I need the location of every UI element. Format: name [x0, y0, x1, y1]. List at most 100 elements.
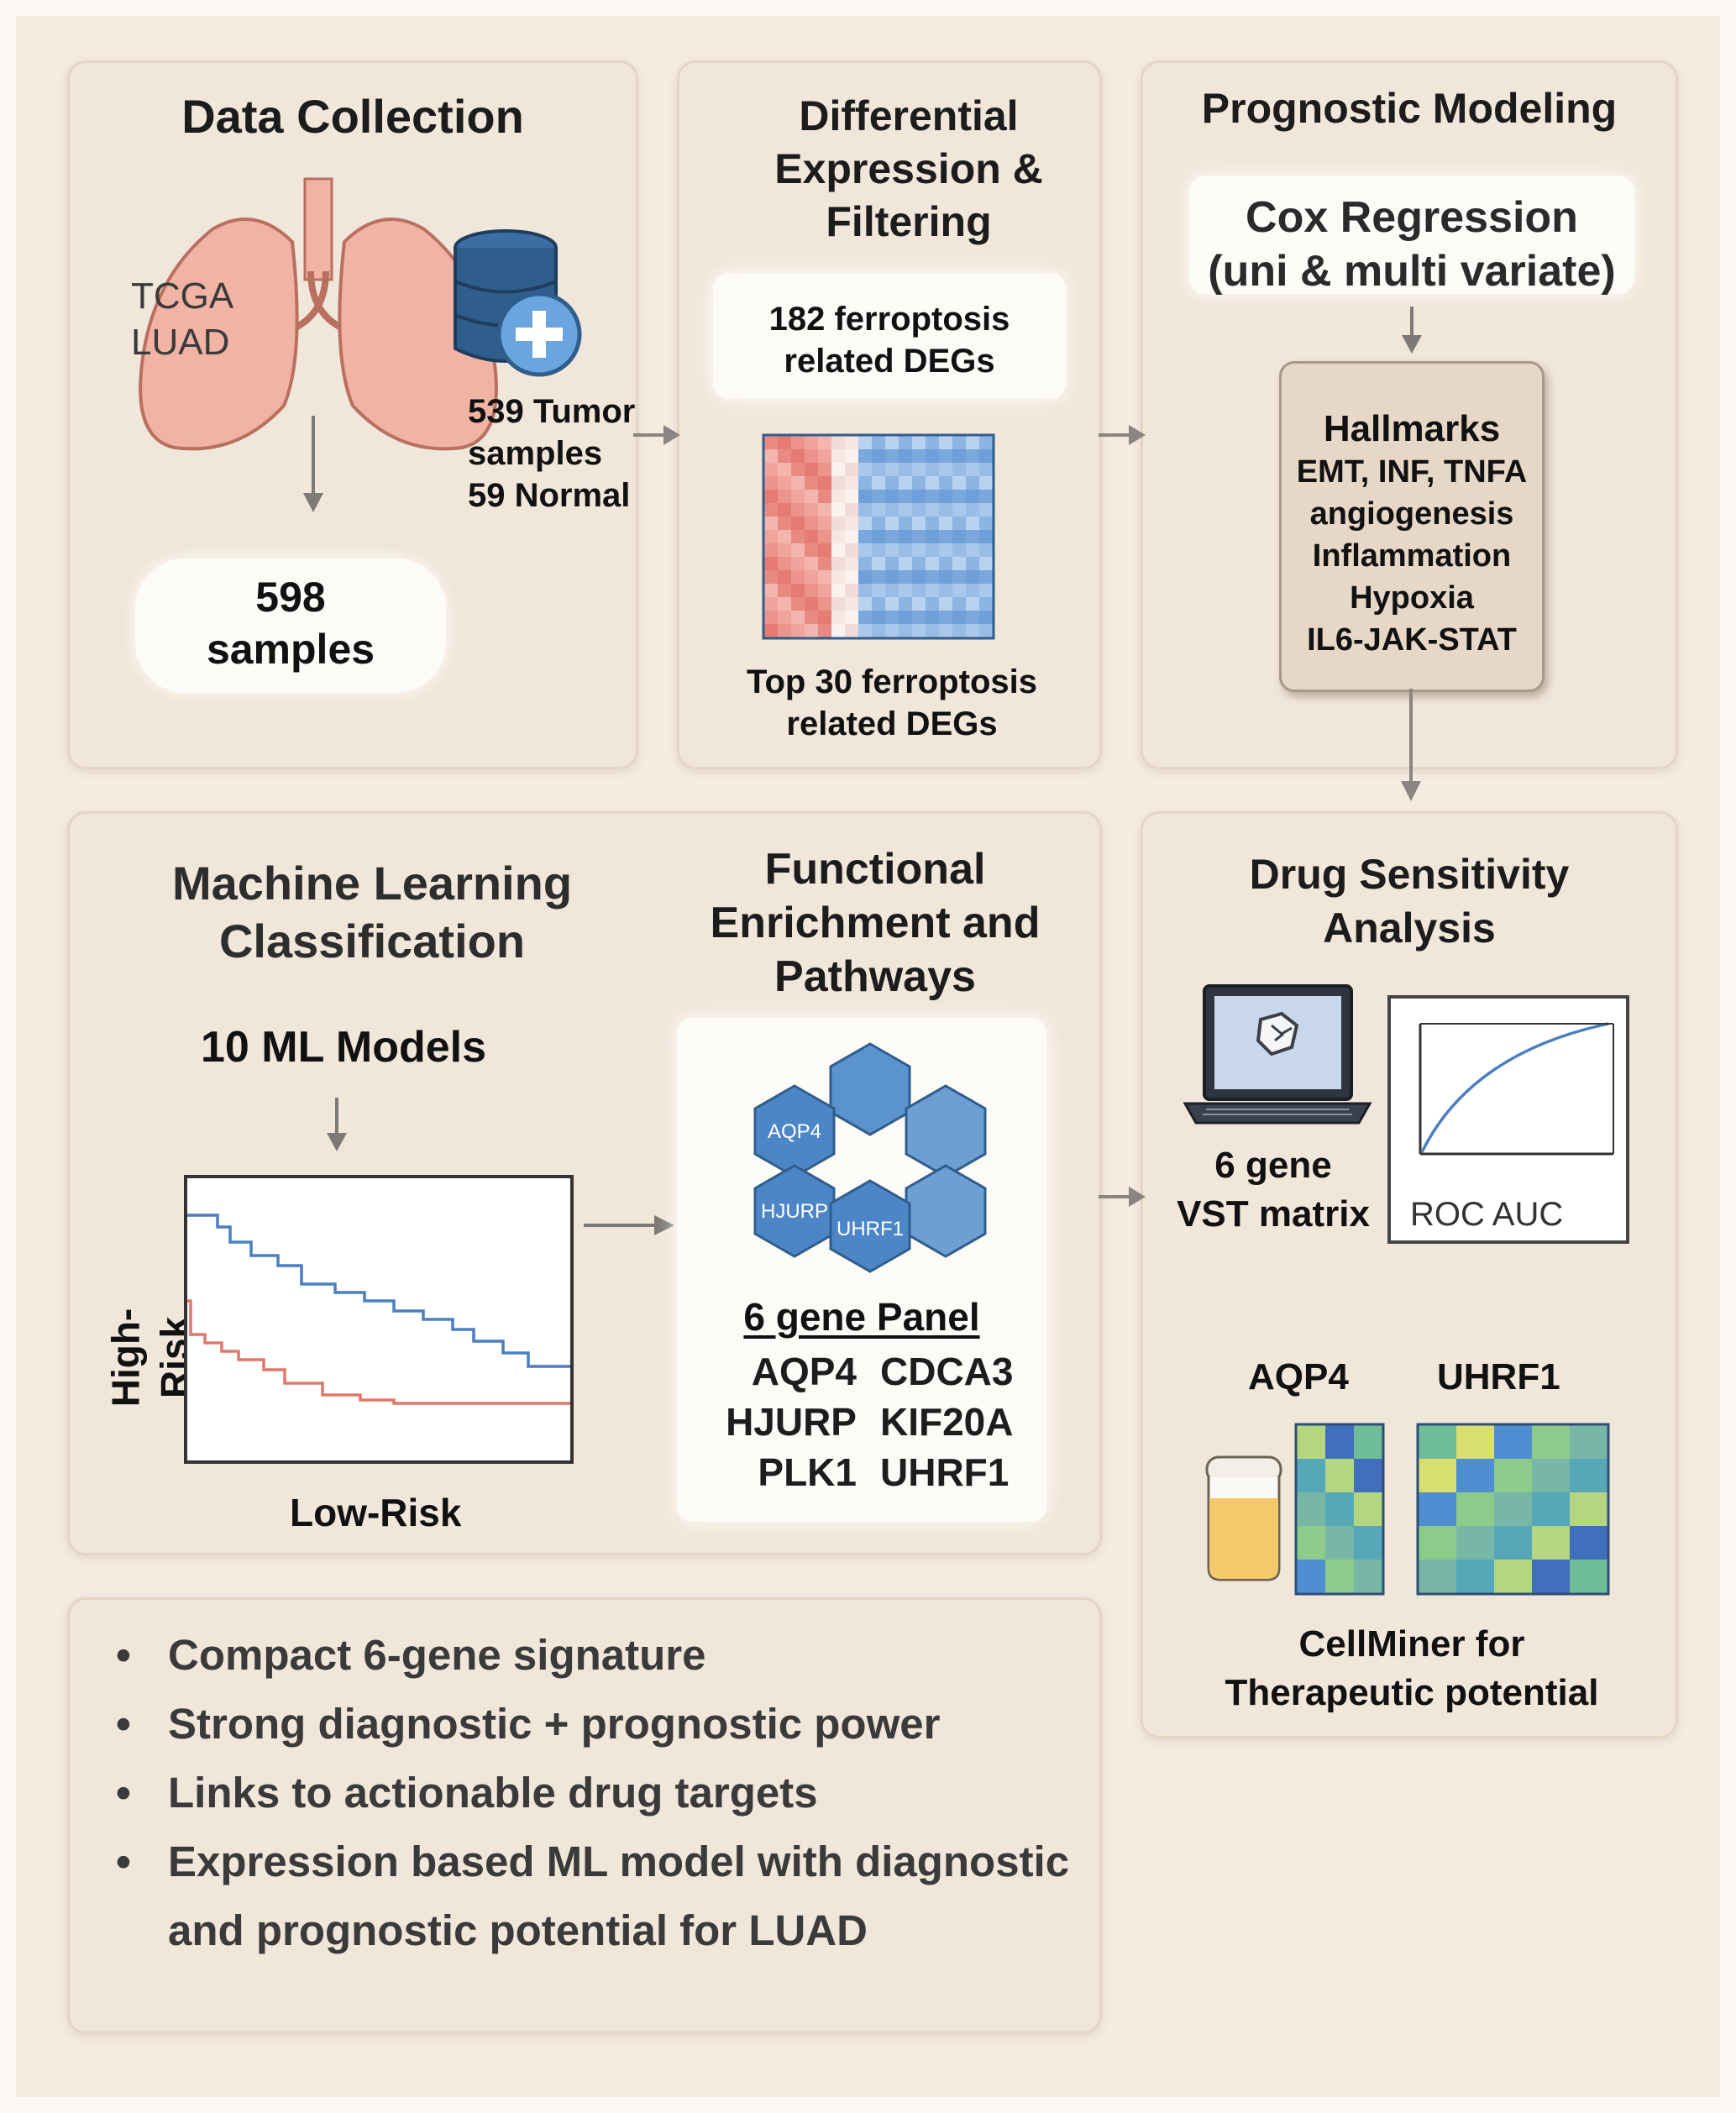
heatmap-cell: [966, 476, 979, 490]
heatmap-cell: [912, 557, 926, 570]
heatmap-cell: [858, 476, 872, 490]
heatmap-cell: [912, 530, 926, 543]
heatmap-cell: [979, 490, 993, 503]
heatmap-cell: [845, 503, 858, 516]
data-collection-title: Data Collection: [181, 90, 524, 143]
heatmap-cell: [805, 584, 818, 597]
degs-label: 182 ferroptosis related DEGs: [768, 301, 1010, 380]
roc-label: ROC AUC: [1410, 1196, 1564, 1233]
heatmap-cell: [845, 597, 858, 611]
heatmap-cell: [885, 436, 899, 449]
heatmap-cell: [966, 570, 979, 584]
summary-item: Links to actionable drug targets: [116, 1759, 1069, 1827]
heatmap-cell: [858, 543, 872, 557]
heatmap-cell: [966, 597, 979, 611]
heatmap-cell: [966, 503, 979, 516]
drug-heatmap-cell: [1419, 1526, 1456, 1560]
database-plus-icon: [454, 229, 582, 377]
heatmap-cell: [845, 463, 858, 476]
heatmap-cell: [872, 503, 885, 516]
heatmap-cell: [952, 543, 966, 557]
heatmap-cell: [831, 503, 845, 516]
heatmap-cell: [952, 584, 966, 597]
heatmap-cell: [952, 597, 966, 611]
heatmap-cell: [939, 584, 952, 597]
heatmap-cell: [764, 597, 778, 611]
heatmap-cell: [899, 476, 912, 490]
degs-box: [713, 273, 1066, 399]
heatmap-frame: [762, 433, 995, 640]
heatmap-cell: [778, 570, 791, 584]
arrow-right-icon: [1099, 1187, 1146, 1207]
heatmap-cell: [939, 516, 952, 530]
heatmap-cell: [912, 490, 926, 503]
heatmap-cell: [845, 624, 858, 637]
gene-name: CDCA3: [880, 1350, 1014, 1393]
drug-heatmap-cell: [1456, 1492, 1494, 1526]
heatmap-cell: [845, 611, 858, 624]
heatmap-cell: [979, 584, 993, 597]
heatmap-cell: [939, 543, 952, 557]
drug-heatmap-frame: [1416, 1423, 1610, 1596]
heatmap-cell: [966, 557, 979, 570]
drug-heatmap-cell: [1325, 1459, 1354, 1492]
gene-row: HJURP KIF20A: [722, 1397, 1025, 1447]
hallmarks-list: EMT, INF, TNFA angiogenesis Inflammation…: [1296, 454, 1528, 658]
drug-heatmap-cell: [1570, 1526, 1608, 1560]
heatmap-cell: [926, 584, 939, 597]
heatmap-cell: [939, 449, 952, 463]
data-collection-panel: Data Collection TCGA LUAD 539 Tumor samp…: [67, 60, 638, 769]
heatmap-cell: [872, 584, 885, 597]
heatmap-cell: [805, 476, 818, 490]
heatmap-cell: [952, 463, 966, 476]
samples-note: 539 Tumor samples 59 Normal: [468, 393, 636, 514]
heatmap-cell: [872, 490, 885, 503]
heatmap-cell: [831, 624, 845, 637]
drug-heatmap-cell: [1494, 1425, 1532, 1459]
heatmap-cell: [764, 436, 778, 449]
drug-gene-right: UHRF1: [1437, 1356, 1560, 1397]
heatmap-cell: [764, 516, 778, 530]
heatmap-cell: [805, 624, 818, 637]
gene-list: AQP4 CDCA3 HJURP KIF20A PLK1 UHRF1: [722, 1346, 1025, 1497]
heatmap-cell: [966, 543, 979, 557]
heatmap-cell: [778, 584, 791, 597]
drug-heatmap-cell: [1494, 1459, 1532, 1492]
heatmap-cell: [858, 570, 872, 584]
heatmap-cell: [818, 476, 831, 490]
hallmarks-title: Hallmarks: [1323, 408, 1501, 449]
heatmap-cell: [845, 557, 858, 570]
heatmap-cell: [805, 570, 818, 584]
heatmap-cell: [764, 530, 778, 543]
heatmap-cell: [926, 436, 939, 449]
heatmap-cell: [764, 557, 778, 570]
laptop-icon: [1183, 984, 1372, 1125]
heatmap-cell: [899, 449, 912, 463]
heatmap-cell: [912, 597, 926, 611]
heatmap-cell: [805, 543, 818, 557]
heatmap-cell: [939, 557, 952, 570]
arrow-down-icon: [303, 416, 323, 512]
heatmap-cell: [778, 611, 791, 624]
heatmap-cell: [952, 624, 966, 637]
heatmap-cell: [764, 503, 778, 516]
drug-heatmap-cell: [1419, 1459, 1456, 1492]
heatmap-cell: [778, 530, 791, 543]
heatmap-cell: [818, 584, 831, 597]
heatmap-cell: [791, 624, 805, 637]
heatmap-cell: [885, 530, 899, 543]
heatmap-cell: [858, 611, 872, 624]
heatmap-cell: [966, 436, 979, 449]
drug-heatmap-cell: [1325, 1425, 1354, 1459]
heatmap-cell: [899, 503, 912, 516]
heatmap-cell: [778, 516, 791, 530]
heatmap-cell: [885, 584, 899, 597]
drug-heatmap-cell: [1456, 1425, 1494, 1459]
heatmap-cell: [845, 584, 858, 597]
heatmap-cell: [818, 611, 831, 624]
heatmap-cell: [805, 436, 818, 449]
heatmap-cell: [952, 436, 966, 449]
heatmap-cell: [939, 611, 952, 624]
arrow-down-icon: [1402, 307, 1422, 354]
heatmap-cell: [764, 543, 778, 557]
